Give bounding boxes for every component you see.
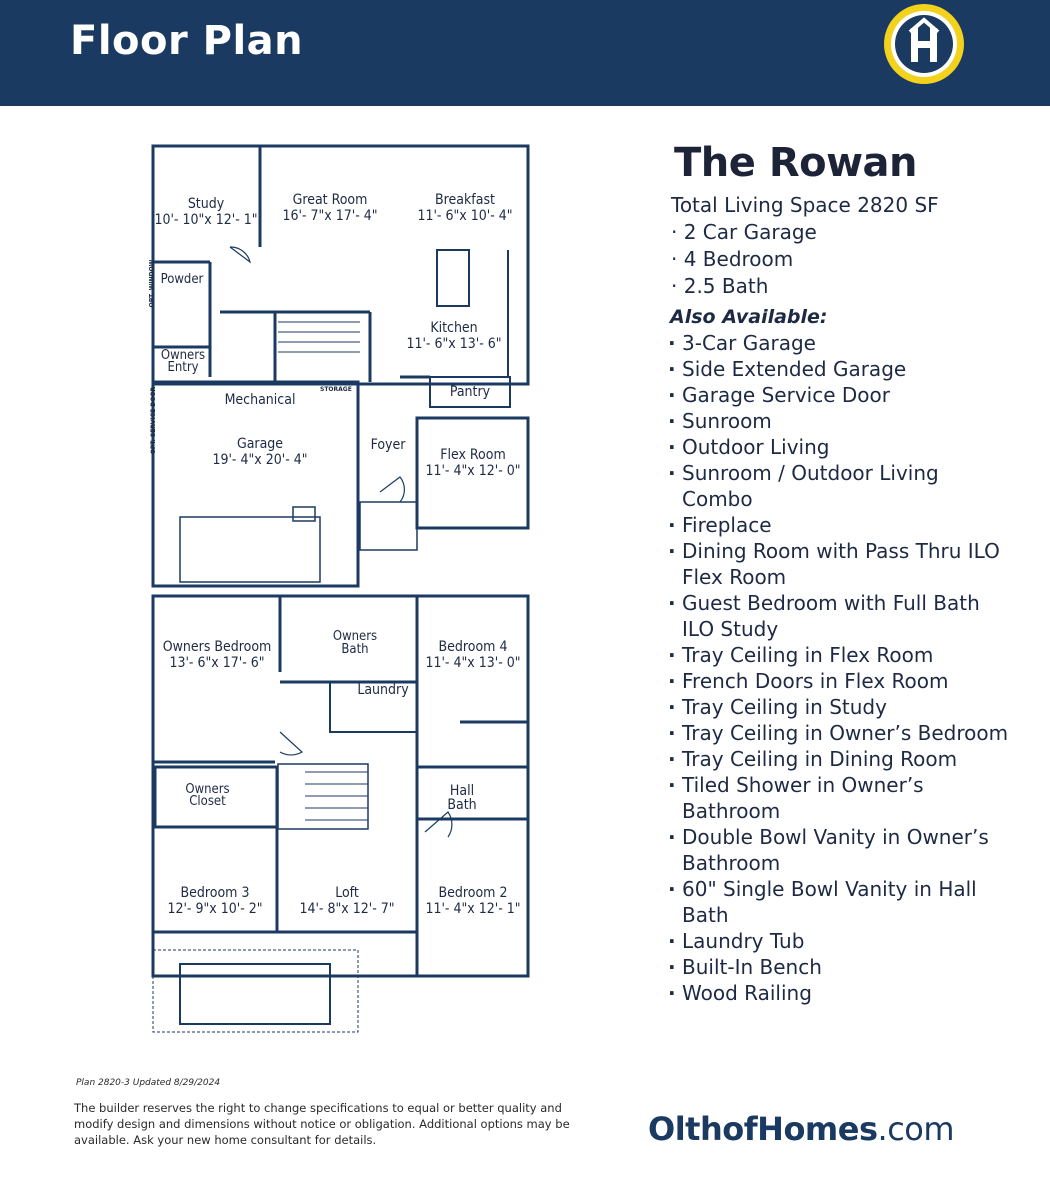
option-item: Tray Ceiling in Dining Room xyxy=(668,746,1012,772)
room-name: Flex Room xyxy=(440,447,506,463)
option-item: Tray Ceiling in Flex Room xyxy=(668,642,1012,668)
also-available-heading: Also Available: xyxy=(670,306,828,328)
plan-version-note: Plan 2820-3 Updated 8/29/2024 xyxy=(76,1078,221,1088)
room-name: Bedroom 4 xyxy=(438,639,508,655)
room-dims: 10'- 10"x 12'- 1" xyxy=(154,212,258,228)
spec-item: · 4 Bedroom xyxy=(671,247,794,271)
option-item: Garage Service Door xyxy=(668,382,1012,408)
room-bedroom3: Bedroom 3 12'- 9"x 10'- 2" xyxy=(154,885,276,917)
room-name: Pantry xyxy=(449,384,491,400)
room-loft: Loft 14'- 8"x 12'- 7" xyxy=(282,885,412,917)
header-bar: Floor Plan xyxy=(0,0,1050,106)
option-item: 60" Single Bowl Vanity in Hall Bath xyxy=(668,876,1012,928)
spec-list: Total Living Space 2820 SF · 2 Car Garag… xyxy=(668,192,1028,300)
room-dims: 11'- 4"x 13'- 0" xyxy=(425,655,521,671)
room-name: Owners Bedroom xyxy=(162,639,272,655)
option-item: Tiled Shower in Owner’s Bathroom xyxy=(668,772,1012,824)
opt-window-label: OPT. WINDOW xyxy=(148,259,156,308)
room-dims: 11'- 6"x 13'- 6" xyxy=(406,336,502,352)
room-dims: 12'- 9"x 10'- 2" xyxy=(167,901,263,917)
room-name: Bedroom 3 xyxy=(180,885,250,901)
room-name: Garage xyxy=(236,436,284,452)
room-bedroom2: Bedroom 2 11'- 4"x 12'- 1" xyxy=(418,885,528,917)
option-item: Sunroom / Outdoor Living Combo xyxy=(668,460,1012,512)
options-list: 3-Car Garage Side Extended Garage Garage… xyxy=(668,330,1028,1006)
room-mechanical: Mechanical xyxy=(200,392,320,408)
option-item: Guest Bedroom with Full Bath ILO Study xyxy=(668,590,1012,642)
storage-label: STORAGE xyxy=(320,386,352,393)
room-foyer: Foyer xyxy=(363,437,413,453)
option-item: Fireplace xyxy=(668,512,1012,538)
option-item: Double Bowl Vanity in Owner’s Bathroom xyxy=(668,824,1012,876)
room-name: Loft xyxy=(335,885,359,901)
floor-plan: Study 10'- 10"x 12'- 1" Great Room 16'- … xyxy=(130,132,550,1042)
option-item: Built-In Bench xyxy=(668,954,1012,980)
spec-item: Total Living Space 2820 SF xyxy=(671,193,939,217)
builder-disclaimer: The builder reserves the right to change… xyxy=(74,1101,570,1147)
option-item: Sunroom xyxy=(668,408,1012,434)
room-name-line: Entry xyxy=(167,360,199,375)
room-name: Great Room xyxy=(292,192,368,208)
site-brand: OlthofHomes xyxy=(648,1110,878,1148)
room-name-line: Owners xyxy=(185,782,230,797)
option-item: Side Extended Garage xyxy=(668,356,1012,382)
room-breakfast: Breakfast 11'- 6"x 10'- 4" xyxy=(405,192,525,224)
room-name-line: Owners xyxy=(332,629,378,644)
option-item: Laundry Tub xyxy=(668,928,1012,954)
room-dims: 11'- 6"x 10'- 4" xyxy=(417,208,513,224)
option-item: 3-Car Garage xyxy=(668,330,1012,356)
room-owners-entry: Owners Entry xyxy=(154,348,212,375)
room-owners-bedroom: Owners Bedroom 13'- 6"x 17'- 6" xyxy=(154,639,280,671)
room-dims: 14'- 8"x 12'- 7" xyxy=(299,901,395,917)
room-name: Breakfast xyxy=(435,192,495,208)
room-bedroom4: Bedroom 4 11'- 4"x 13'- 0" xyxy=(418,639,528,671)
room-dims: 11'- 4"x 12'- 0" xyxy=(425,463,521,479)
room-great-room: Great Room 16'- 7"x 17'- 4" xyxy=(270,192,390,224)
option-item: Wood Railing xyxy=(668,980,1012,1006)
room-flex-room: Flex Room 11'- 4"x 12'- 0" xyxy=(418,447,528,479)
room-dims: 13'- 6"x 17'- 6" xyxy=(169,655,265,671)
room-name: Mechanical xyxy=(224,392,296,408)
room-name-line: Bath xyxy=(447,797,477,813)
room-dims: 11'- 4"x 12'- 1" xyxy=(425,901,521,917)
room-powder: Powder xyxy=(154,272,210,288)
olthof-logo-icon xyxy=(884,4,964,84)
home-name: The Rowan xyxy=(674,140,918,186)
opt-service-door-label: OPT. SERVICE DOOR xyxy=(150,386,158,455)
room-pantry: Pantry xyxy=(430,384,510,400)
room-study: Study 10'- 10"x 12'- 1" xyxy=(154,196,258,228)
room-owners-bath: Owners Bath xyxy=(325,630,385,656)
room-kitchen: Kitchen 11'- 6"x 13'- 6" xyxy=(398,320,510,352)
floor-plan-drawing xyxy=(151,144,530,1033)
option-item: Tray Ceiling in Study xyxy=(668,694,1012,720)
room-name: Kitchen xyxy=(430,320,478,336)
room-hall-bath: Hall Bath xyxy=(440,784,484,812)
option-item: Outdoor Living xyxy=(668,434,1012,460)
room-name-line: Hall xyxy=(449,783,475,799)
option-item: Dining Room with Pass Thru ILO Flex Room xyxy=(668,538,1012,590)
room-name: Foyer xyxy=(370,437,406,453)
room-laundry: Laundry xyxy=(348,682,418,698)
room-owners-closet: Owners Closet xyxy=(170,782,245,809)
room-name: Powder xyxy=(160,272,204,287)
room-garage: Garage 19'- 4"x 20'- 4" xyxy=(190,436,330,468)
room-dims: 16'- 7"x 17'- 4" xyxy=(282,208,378,224)
site-tld: .com xyxy=(877,1110,955,1148)
room-name-line: Closet xyxy=(189,794,226,809)
spec-item: · 2.5 Bath xyxy=(671,274,769,298)
page-title: Floor Plan xyxy=(70,18,304,64)
room-name-line: Owners xyxy=(160,348,206,363)
option-item: Tray Ceiling in Owner’s Bedroom xyxy=(668,720,1012,746)
plan-details: The Rowan Total Living Space 2820 SF · 2… xyxy=(668,140,1028,1006)
spec-item: · 2 Car Garage xyxy=(671,220,817,244)
room-name: Bedroom 2 xyxy=(438,885,508,901)
website-link[interactable]: OlthofHomes.com xyxy=(648,1110,955,1148)
room-dims: 19'- 4"x 20'- 4" xyxy=(212,452,308,468)
room-name-line: Bath xyxy=(341,642,369,657)
room-name: Laundry xyxy=(357,682,409,698)
room-name: Study xyxy=(187,196,225,212)
option-item: French Doors in Flex Room xyxy=(668,668,1012,694)
